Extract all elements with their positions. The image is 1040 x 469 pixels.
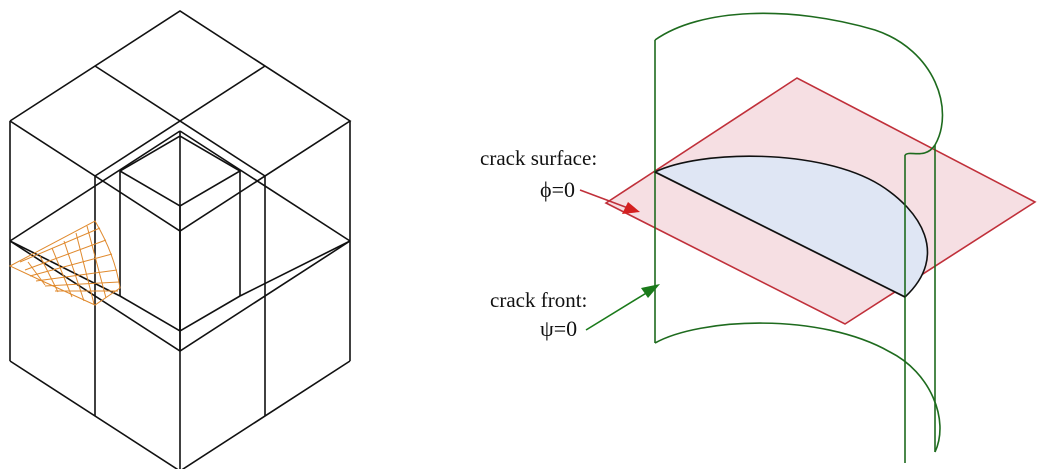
crack-front-arrow-head	[641, 284, 660, 298]
cube-interior-line-1	[9, 130, 181, 242]
mesh-grid-3	[29, 253, 113, 277]
crack-surface-equation: ϕ=0	[540, 177, 575, 202]
crack-region	[653, 155, 929, 298]
cube-interior-line-4	[239, 240, 351, 297]
cube-interior-line-2	[179, 130, 351, 242]
crack-front-arrow	[585, 284, 660, 331]
crack-front-title: crack front:	[490, 288, 587, 312]
crack-front-equation: ψ=0	[540, 316, 577, 341]
crack-surface-arrow-head	[622, 202, 640, 214]
crack-front-arrow-shaft	[585, 291, 649, 331]
mesh-grid-5	[44, 281, 120, 287]
mesh-grid-4	[35, 269, 118, 282]
crack-surface-arrow-shaft	[579, 189, 629, 209]
cube-interior-line-3	[9, 240, 121, 297]
inner-cube-bottom	[119, 295, 241, 332]
cube-bottom-front	[9, 360, 351, 469]
mesh-grid-10	[63, 240, 85, 302]
cylinder-top-arc	[654, 12, 944, 156]
cylinder-bottom-arc	[654, 322, 941, 453]
mesh-grid-8	[39, 255, 59, 293]
cube-wireframe	[9, 10, 352, 469]
mesh-outline	[8, 220, 121, 306]
mesh-grid-1	[19, 227, 101, 263]
crack-surface-arrow	[579, 189, 640, 214]
crack-surface-title: crack surface:	[480, 146, 597, 170]
mesh-grid-11	[75, 232, 95, 305]
crack-front-cylinder	[654, 12, 944, 463]
mesh-grid-9	[51, 247, 73, 298]
cube-top-mid-2	[94, 65, 266, 177]
mesh-grid-7	[27, 261, 46, 286]
crack-front-line	[654, 171, 906, 298]
crack-mesh-patch	[8, 220, 121, 306]
mesh-grid-12	[86, 225, 107, 299]
